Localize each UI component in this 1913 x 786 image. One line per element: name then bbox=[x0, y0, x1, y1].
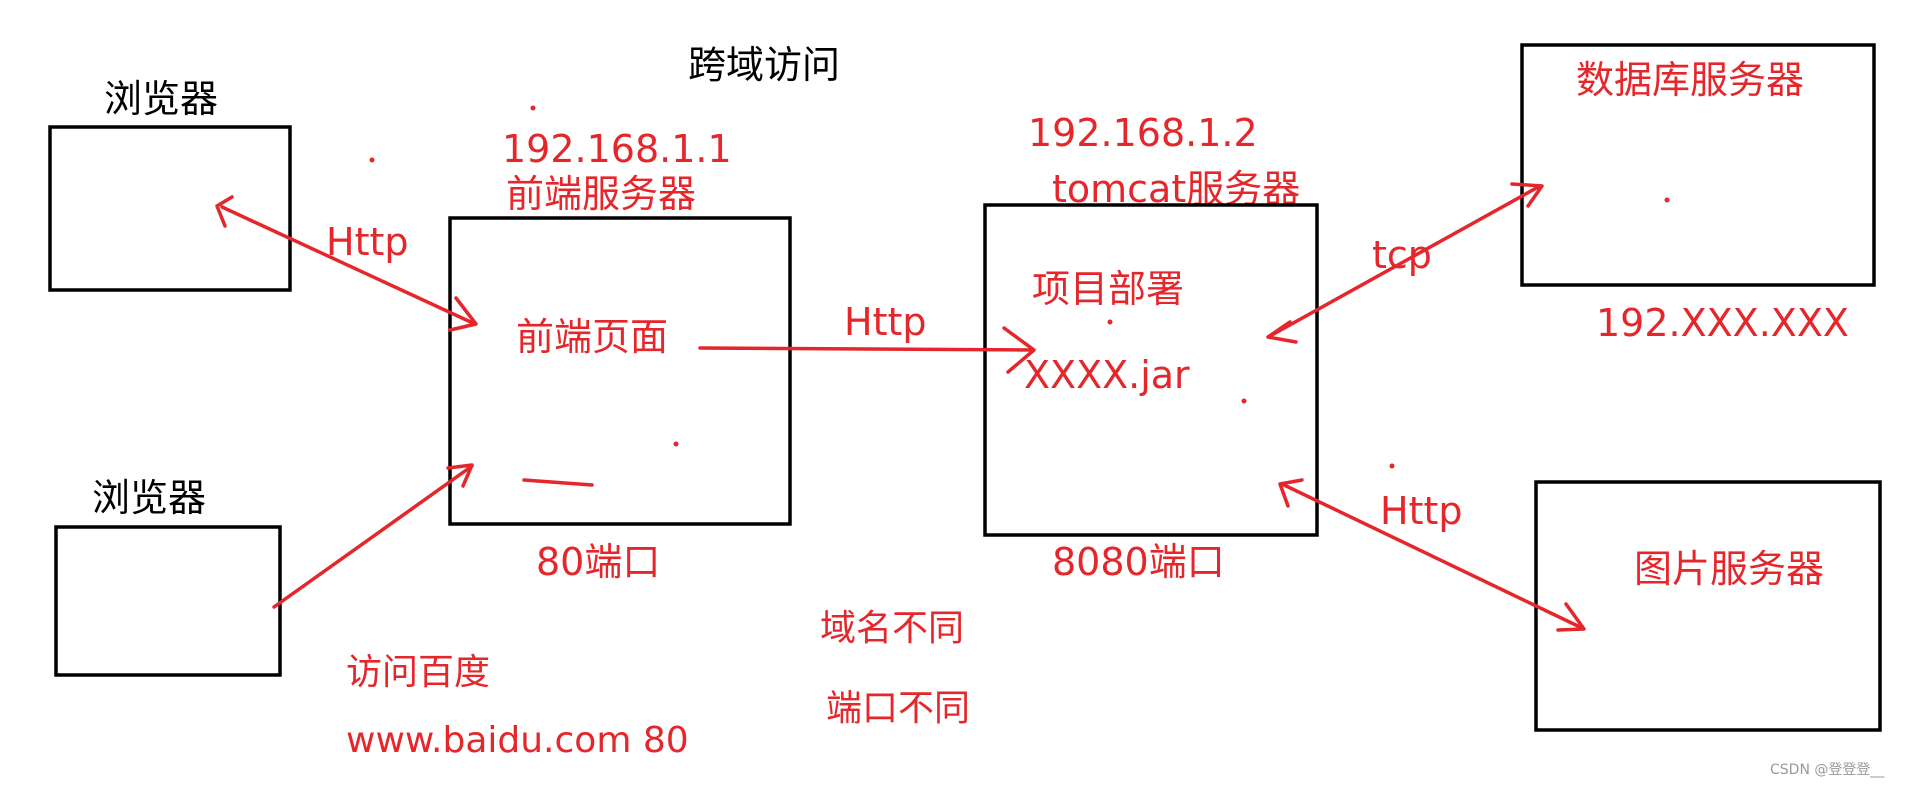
stray-dot bbox=[673, 441, 679, 447]
edge-tomcat-image bbox=[1278, 478, 1586, 632]
browser-bottom-label: 浏览器 bbox=[92, 476, 206, 520]
frontend-server-box bbox=[448, 216, 792, 526]
frontend-port: 80端口 bbox=[536, 540, 660, 584]
domain-diff-note: 域名不同 bbox=[820, 608, 964, 649]
stray-dot bbox=[530, 105, 536, 111]
image-server-box bbox=[1534, 480, 1882, 732]
edge-tomcat-image-label: Http bbox=[1380, 489, 1463, 533]
stray-dot bbox=[1664, 197, 1670, 203]
edge-browser-frontend-label: Http bbox=[326, 220, 409, 264]
edge-frontend-tomcat bbox=[698, 326, 1036, 374]
edge-browser-bottom-frontend bbox=[272, 463, 474, 609]
project-deploy-label: 项目部署 bbox=[1032, 267, 1184, 311]
edge-browser-frontend bbox=[215, 195, 478, 332]
tomcat-ip: 192.168.1.2 bbox=[1028, 111, 1258, 155]
browser-top-label: 浏览器 bbox=[104, 77, 218, 121]
frontend-stroke-mark bbox=[522, 478, 594, 487]
stray-dot bbox=[1107, 319, 1113, 325]
frontend-page-label: 前端页面 bbox=[516, 315, 668, 359]
jar-file-label: XXXX.jar bbox=[1024, 353, 1190, 397]
diagram-title: 跨域访问 bbox=[688, 43, 840, 87]
edge-frontend-tomcat-label: Http bbox=[844, 300, 927, 344]
database-server-box bbox=[1520, 43, 1876, 287]
database-server-name: 数据库服务器 bbox=[1576, 58, 1804, 102]
tomcat-server-box bbox=[983, 203, 1319, 537]
stray-dot bbox=[1241, 398, 1247, 404]
stray-dot bbox=[369, 157, 375, 163]
database-ip: 192.XXX.XXX bbox=[1596, 301, 1849, 345]
edge-tomcat-database-label: tcp bbox=[1372, 233, 1432, 277]
frontend-server-name: 前端服务器 bbox=[506, 172, 696, 216]
edge-tomcat-database bbox=[1266, 182, 1544, 344]
visit-baidu-note: 访问百度 bbox=[346, 652, 490, 693]
tomcat-port: 8080端口 bbox=[1052, 540, 1225, 584]
baidu-url-note: www.baidu.com 80 bbox=[346, 720, 689, 761]
stray-dot bbox=[1389, 463, 1395, 469]
image-server-name: 图片服务器 bbox=[1634, 547, 1824, 591]
port-diff-note: 端口不同 bbox=[826, 688, 970, 729]
csdn-watermark: CSDN @登登登__ bbox=[1770, 762, 1885, 778]
frontend-ip: 192.168.1.1 bbox=[502, 127, 732, 171]
browser-bottom-box bbox=[54, 525, 282, 677]
browser-top-box bbox=[48, 125, 292, 292]
